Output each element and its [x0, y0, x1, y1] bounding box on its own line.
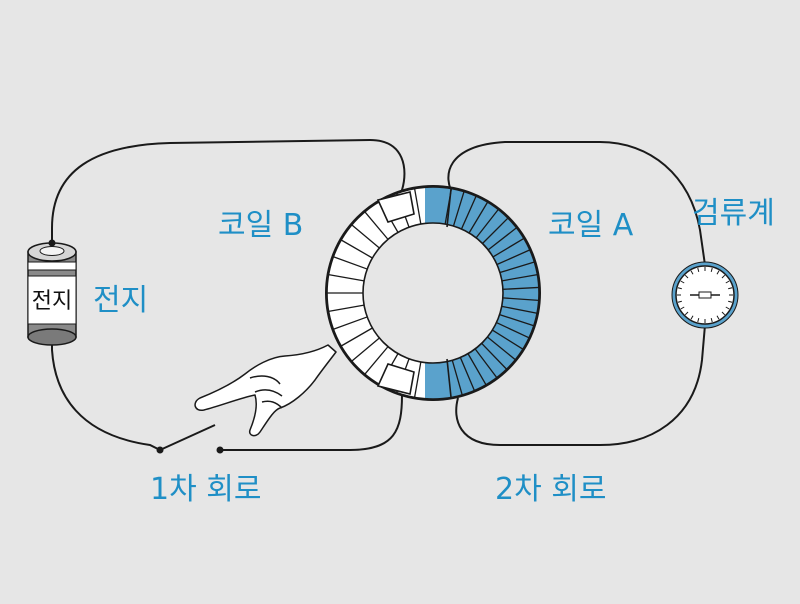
coil-turn — [467, 353, 487, 386]
dial-tick — [684, 274, 689, 279]
coil-turn — [452, 191, 465, 227]
dial-tick — [684, 311, 689, 316]
dial-tick — [680, 306, 685, 310]
coil-b-label: 코일 B — [218, 208, 304, 243]
coil-turn — [496, 249, 531, 266]
coil-turn — [364, 346, 389, 375]
coil-a-winding — [425, 186, 540, 400]
dial-tick — [716, 315, 720, 320]
coil-turn — [328, 304, 365, 313]
coil-turn — [496, 321, 530, 339]
coil-turn — [451, 360, 463, 396]
dial-tick — [725, 280, 730, 284]
coil-turn — [468, 201, 489, 234]
coil-turn — [328, 273, 365, 282]
coil-turn — [486, 336, 516, 361]
dial-tick — [721, 274, 726, 279]
galvanometer-icon — [671, 261, 739, 329]
coil-turn — [499, 261, 535, 274]
coil-turn — [481, 342, 508, 370]
coil-turn — [487, 227, 517, 251]
coil-b-end-caps — [376, 191, 415, 395]
dial-tick — [690, 315, 694, 320]
coil-turn — [502, 297, 539, 302]
coil-turn — [340, 239, 373, 259]
coil-turn — [333, 316, 368, 330]
dial-tick — [697, 267, 700, 272]
secondary-circuit-label: 2차 회로 — [495, 472, 607, 507]
dial-tick — [677, 287, 682, 290]
coil-turn — [340, 327, 373, 347]
coil-turn — [475, 209, 499, 239]
coil-turn — [499, 314, 535, 327]
dial-tick — [677, 300, 682, 303]
coil-turn — [351, 224, 380, 249]
dial-tick — [728, 300, 733, 303]
battery-icon: 전지 — [27, 239, 77, 346]
coil-turn — [474, 348, 498, 379]
battery-label: 전지 — [93, 283, 149, 318]
coil-a-label: 코일 A — [548, 208, 634, 243]
dial-tick — [728, 287, 733, 290]
coil-turn — [364, 211, 389, 240]
coil-turn — [501, 273, 538, 282]
coil-turn — [333, 256, 368, 270]
coil-turn — [502, 286, 539, 290]
pointing-hand-icon — [194, 344, 337, 437]
coil-turn — [482, 217, 509, 244]
battery-body-text: 전지 — [32, 289, 72, 314]
primary-circuit-label: 1차 회로 — [150, 472, 262, 507]
galvanometer-label: 검류계 — [692, 196, 775, 231]
coil-turn — [351, 337, 380, 362]
coil-turn — [460, 195, 477, 230]
coil-turn — [492, 237, 525, 258]
coil-turn — [459, 357, 476, 391]
dial-tick — [697, 318, 700, 323]
dial-tick — [710, 318, 713, 323]
dial-tick — [710, 267, 713, 272]
coil-turn — [413, 188, 422, 225]
coil-turn — [501, 305, 538, 314]
switch-icon — [156, 424, 224, 454]
dial-tick — [690, 270, 694, 275]
dial-tick — [721, 311, 726, 316]
coil-turn — [413, 361, 422, 398]
dial-tick — [716, 270, 720, 275]
dial-tick — [725, 306, 730, 310]
coil-turn — [492, 329, 524, 350]
coil-b-winding — [326, 186, 425, 400]
secondary-circuit-wire — [447, 141, 706, 446]
dial-tick — [680, 280, 685, 284]
